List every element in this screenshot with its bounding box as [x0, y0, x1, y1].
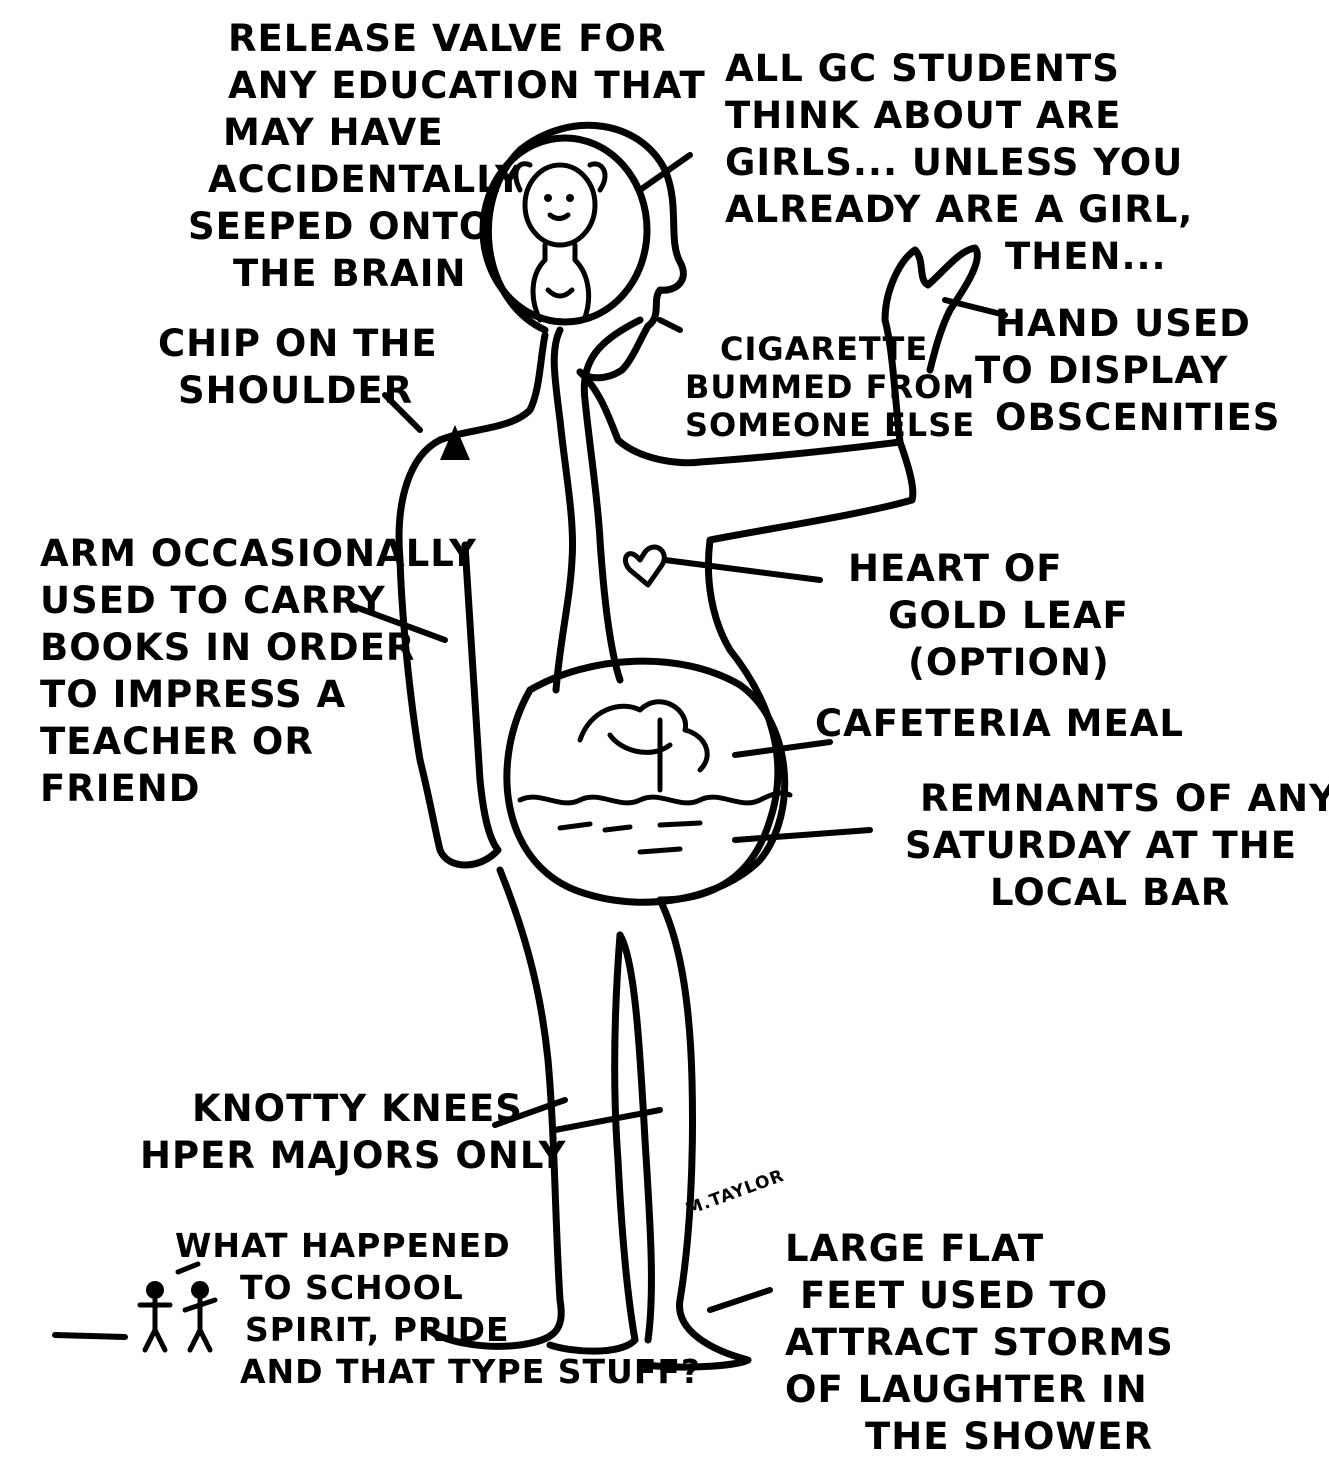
- label-cigarette: CIGARETTE BUMMED FROM SOMEONE ELSE: [685, 330, 975, 444]
- heart-shape: [625, 547, 664, 585]
- label-arm: ARM OCCASIONALLY USED TO CARRY BOOKS IN …: [40, 530, 477, 812]
- label-release-valve: RELEASE VALVE FOR ANY EDUCATION THAT MAY…: [228, 15, 706, 297]
- label-cafeteria: CAFETERIA MEAL: [815, 700, 1184, 747]
- label-school-spirit: WHAT HAPPENED TO SCHOOL SPIRIT, PRIDE AN…: [175, 1225, 701, 1393]
- label-remnants: REMNANTS OF ANY SATURDAY AT THE LOCAL BA…: [905, 775, 1329, 916]
- label-heart: HEART OF GOLD LEAF (OPTION): [848, 545, 1129, 686]
- label-all-gc-students: ALL GC STUDENTS THINK ABOUT ARE GIRLS...…: [725, 45, 1193, 280]
- label-large-flat-feet: LARGE FLAT FEET USED TO ATTRACT STORMS O…: [785, 1225, 1174, 1460]
- label-knotty-knees: KNOTTY KNEES HPER MAJORS ONLY: [140, 1085, 566, 1179]
- label-chip-on-shoulder: CHIP ON THE SHOULDER: [158, 320, 438, 414]
- label-hand-used: HAND USED TO DISPLAY OBSCENITIES: [995, 300, 1280, 441]
